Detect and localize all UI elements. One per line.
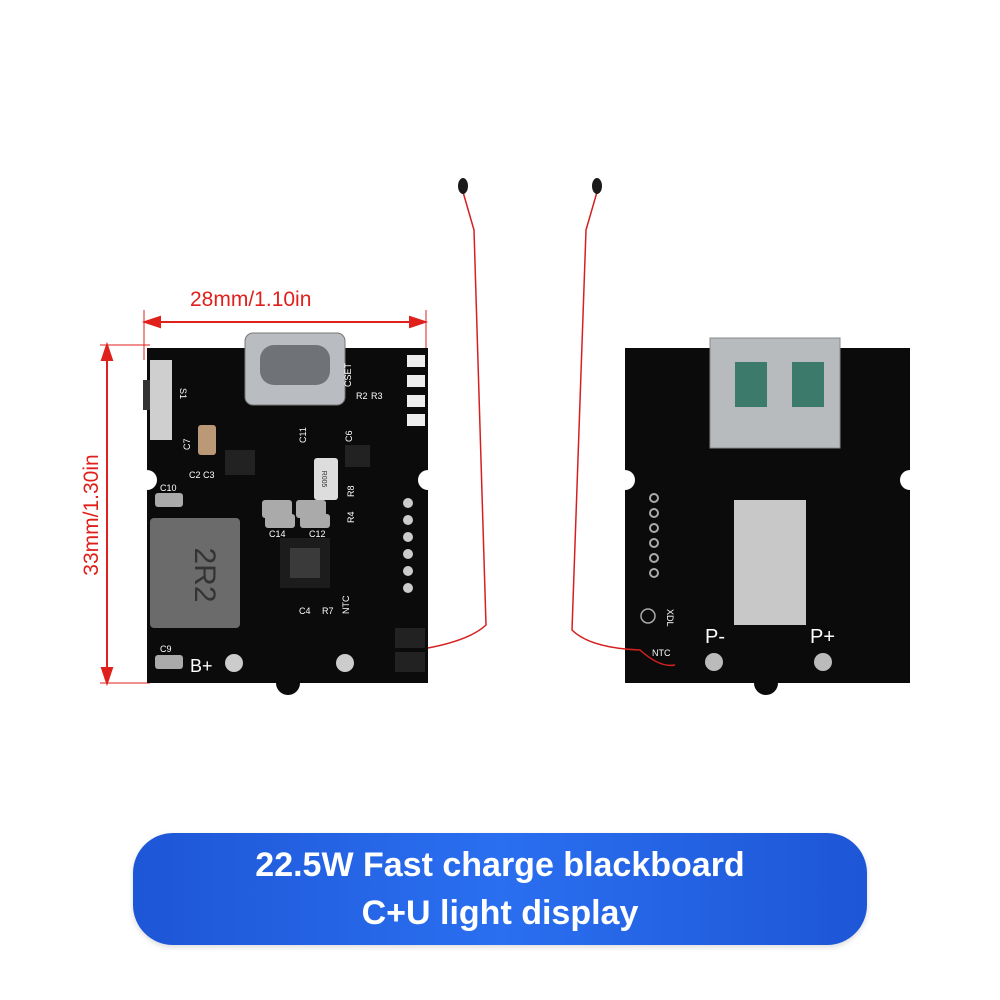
label-r8: R8: [346, 485, 356, 497]
label-xdl: XDL: [665, 609, 675, 627]
label-c3: C3: [203, 470, 215, 480]
label-r3: R3: [371, 391, 383, 401]
label-r4: R4: [346, 511, 356, 523]
banner-line-1: 22.5W Fast charge blackboard: [255, 846, 745, 884]
label-r7: R7: [322, 606, 334, 616]
thermistor-tip-right: [592, 178, 602, 194]
label-inductor-2r2: 2R2: [188, 547, 221, 602]
label-c6: C6: [344, 430, 354, 442]
label-c7: C7: [182, 438, 192, 450]
label-resistor-r005: R005: [320, 471, 327, 488]
front-silkscreen: S1 C7 C2 C3 C10 C9 B+ C14 C12 C11 C6 CSE…: [160, 362, 383, 676]
label-c10: C10: [160, 483, 177, 493]
label-cset: CSET: [343, 362, 353, 387]
front-board: S1 C7 C2 C3 C10 C9 B+ C14 C12 C11 C6 CSE…: [143, 332, 428, 695]
label-ntc-front: NTC: [341, 595, 351, 614]
label-c11: C11: [298, 427, 308, 443]
back-board: XDL NTC P- P+: [625, 337, 910, 695]
dimension-lines: [100, 310, 429, 687]
label-c9: C9: [160, 644, 172, 654]
product-title-banner: 22.5W Fast charge blackboard C+U light d…: [133, 833, 867, 945]
label-r2: R2: [356, 391, 368, 401]
label-ntc-back: NTC: [652, 648, 671, 658]
thermistor-tip-left: [458, 178, 468, 194]
height-dimension-label: 33mm/1.30in: [80, 454, 103, 576]
width-dimension-label: 28mm/1.10in: [190, 288, 312, 311]
label-p-plus: P+: [810, 626, 835, 648]
label-b-plus: B+: [190, 656, 213, 676]
banner-line-2: C+U light display: [361, 894, 639, 932]
back-silkscreen: XDL NTC P- P+: [652, 609, 835, 658]
label-c4: C4: [299, 606, 311, 616]
label-c12: C12: [309, 529, 326, 539]
label-c2: C2: [189, 470, 201, 480]
thermistor-wires: [427, 191, 676, 667]
label-c14: C14: [269, 529, 286, 539]
label-p-minus: P-: [705, 626, 725, 648]
label-s1: S1: [178, 388, 188, 399]
